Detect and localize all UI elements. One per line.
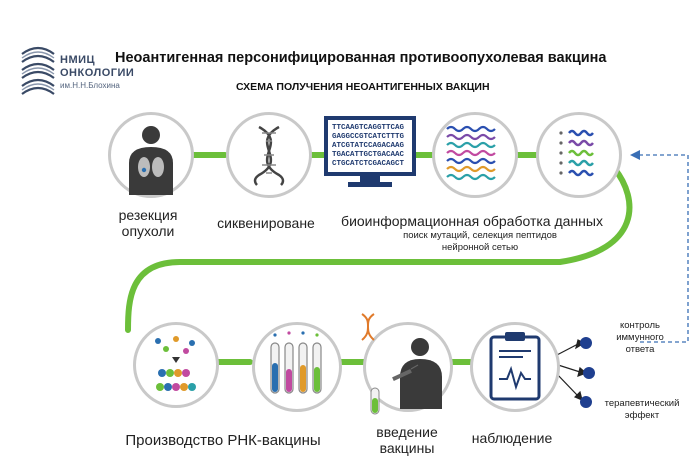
label-injection-line1: введение <box>376 424 438 440</box>
label-bioinfo-sub: поиск мутаций, селекция пептидов нейронн… <box>380 230 580 254</box>
patient-torso-icon <box>129 126 173 195</box>
outcome-dot-2 <box>583 367 595 379</box>
page-subtitle: СХЕМА ПОЛУЧЕНИЯ НЕОАНТИГЕННЫХ ВАКЦИН <box>236 81 490 93</box>
page-title: Неоантигенная персонифицированная против… <box>115 50 607 66</box>
outcome-dot-1 <box>580 337 592 349</box>
step-injection-circle <box>363 322 453 412</box>
logo: НМИЦ ОНКОЛОГИИ им.Н.Н.Блохина <box>18 40 148 110</box>
label-injection: введение вакцины <box>365 424 449 456</box>
outcome-immune-line3: ответа <box>625 344 655 355</box>
step-test-tubes-circle <box>252 322 342 412</box>
connector-loop <box>125 165 633 333</box>
test-tubes-icon <box>270 331 322 394</box>
step-observation-circle <box>470 322 560 412</box>
outcome-therapeutic-line2: эффект <box>624 410 660 421</box>
step-rna-synthesis-circle <box>133 322 219 408</box>
dna-helix-icon <box>253 125 285 186</box>
logo-line-1: НМИЦ <box>60 54 96 66</box>
label-injection-line2: вакцины <box>379 440 435 456</box>
step-analysis-circle <box>432 112 518 198</box>
sequence-text: TTCAAGTCAGGTTCAG GAGGCCGTCATCTTTG ATCGTA… <box>332 124 404 169</box>
step-sequencing-circle <box>226 112 312 198</box>
label-bioinfo-sub2: нейронной сетью <box>441 242 519 253</box>
seq-line-5: CTGCATCTCGACAGCT <box>332 160 405 168</box>
seq-line-3: ATCGTATCCAGACAAG <box>332 142 405 150</box>
step-selection-circle <box>536 112 622 198</box>
vaccine-injection-icon <box>392 338 442 409</box>
seq-line-1: TTCAAGTCAGGTTCAG <box>332 124 405 132</box>
label-sequencing: сиквенироване <box>217 215 315 231</box>
outcome-immune-line2: иммунного <box>616 332 664 343</box>
outcome-immune-line1: контроль <box>620 320 660 331</box>
dna-small-icon <box>356 312 380 347</box>
label-bioinfo: биоинформационная обработка данных <box>341 213 603 229</box>
logo-line-3: им.Н.Н.Блохина <box>60 81 120 90</box>
clipboard-chart-icon <box>489 332 541 401</box>
outcome-therapeutic-label: терапевтический эффект <box>594 398 690 422</box>
outcome-immune-label: контроль иммунного ответа <box>600 320 680 356</box>
outcome-therapeutic-line1: терапевтический <box>604 398 680 409</box>
logo-line-2: ОНКОЛОГИИ <box>60 67 135 79</box>
sequence-alignment-icon <box>446 125 496 181</box>
step-bioinfo-monitor: TTCAAGTCAGGTTCAG GAGGCCGTCATCTTTG ATCGTA… <box>322 112 418 192</box>
label-production: Производство РНК-вакцины <box>125 432 321 449</box>
selected-peptides-icon <box>559 129 594 177</box>
step-resection-circle <box>108 112 194 198</box>
vaccine-tube-icon <box>368 386 382 421</box>
logo-emblem-icon <box>21 46 55 95</box>
label-bioinfo-sub1: поиск мутаций, селекция пептидов <box>403 230 557 241</box>
seq-line-4: TGACATTGCTGACAAC <box>332 151 405 159</box>
outcome-dot-3 <box>580 396 592 408</box>
label-resection: резекция опухоли <box>108 207 188 239</box>
feedback-line <box>636 154 689 343</box>
rna-synthesis-icon <box>155 336 196 391</box>
label-resection-line2: опухоли <box>121 223 175 239</box>
label-resection-line1: резекция <box>118 207 178 223</box>
seq-line-2: GAGGCCGTCATCTTTG <box>332 133 405 141</box>
computer-monitor-icon <box>324 116 416 187</box>
label-observation: наблюдение <box>471 430 553 446</box>
